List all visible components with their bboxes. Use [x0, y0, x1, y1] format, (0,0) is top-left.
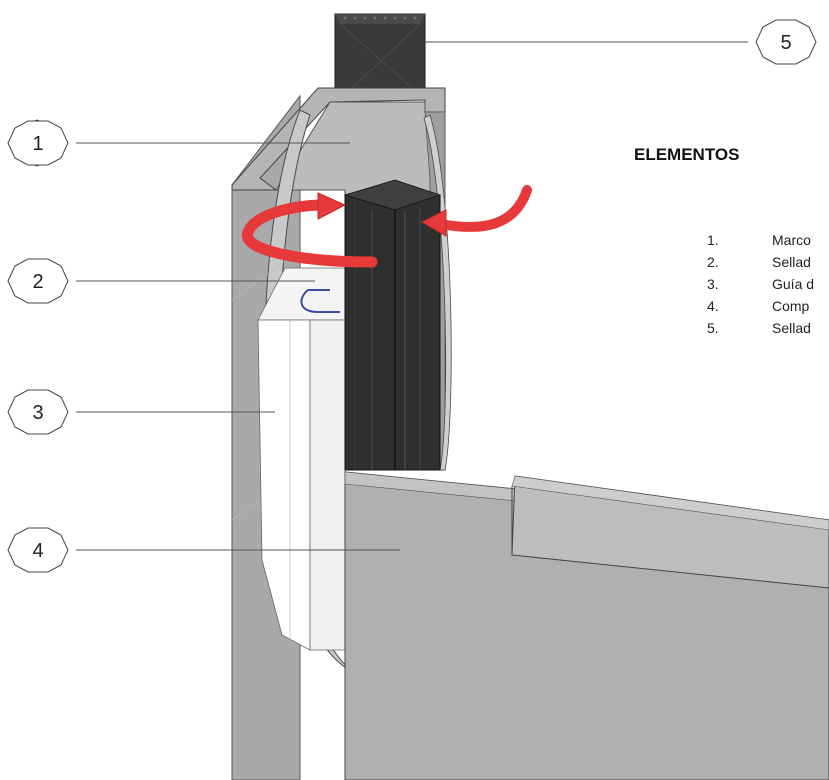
top-seal-block — [334, 13, 426, 101]
callout-1: 1 — [7, 119, 69, 167]
callout-3-label: 3 — [32, 402, 43, 424]
leader-lines — [76, 41, 748, 551]
callout-2-label: 2 — [32, 271, 43, 293]
legend-item-2-text: Sellad — [772, 254, 811, 270]
callout-1-label: 1 — [32, 133, 43, 155]
legend-item-1-number: 1. — [707, 232, 719, 248]
rotation-arrows — [241, 185, 532, 268]
legend-item-1-text: Marco — [772, 232, 811, 248]
callout-3: 3 — [7, 389, 69, 435]
legend-item-5-number: 5. — [707, 320, 719, 336]
callout-2: 2 — [7, 258, 69, 304]
legend-item-3-text: Guía d — [772, 276, 814, 292]
legend-item-5-text: Sellad — [772, 320, 811, 336]
white-guide — [257, 267, 346, 651]
legend-list: 1. Marco 2. Sellad 3. Guía d 4. Comp 5. … — [707, 232, 814, 336]
legend-item-3-number: 3. — [707, 276, 719, 292]
legend-item-4-number: 4. — [707, 298, 719, 314]
callout-5-label: 5 — [780, 32, 791, 54]
legend-item-2-number: 2. — [707, 254, 719, 270]
legend-item-4-text: Comp — [772, 298, 810, 314]
callout-4: 4 — [7, 527, 69, 573]
grey-panel — [344, 471, 829, 780]
callout-5: 5 — [755, 19, 817, 65]
legend-heading: ELEMENTOS — [634, 145, 739, 164]
blue-clip — [300, 289, 340, 313]
callout-4-label: 4 — [32, 540, 43, 562]
